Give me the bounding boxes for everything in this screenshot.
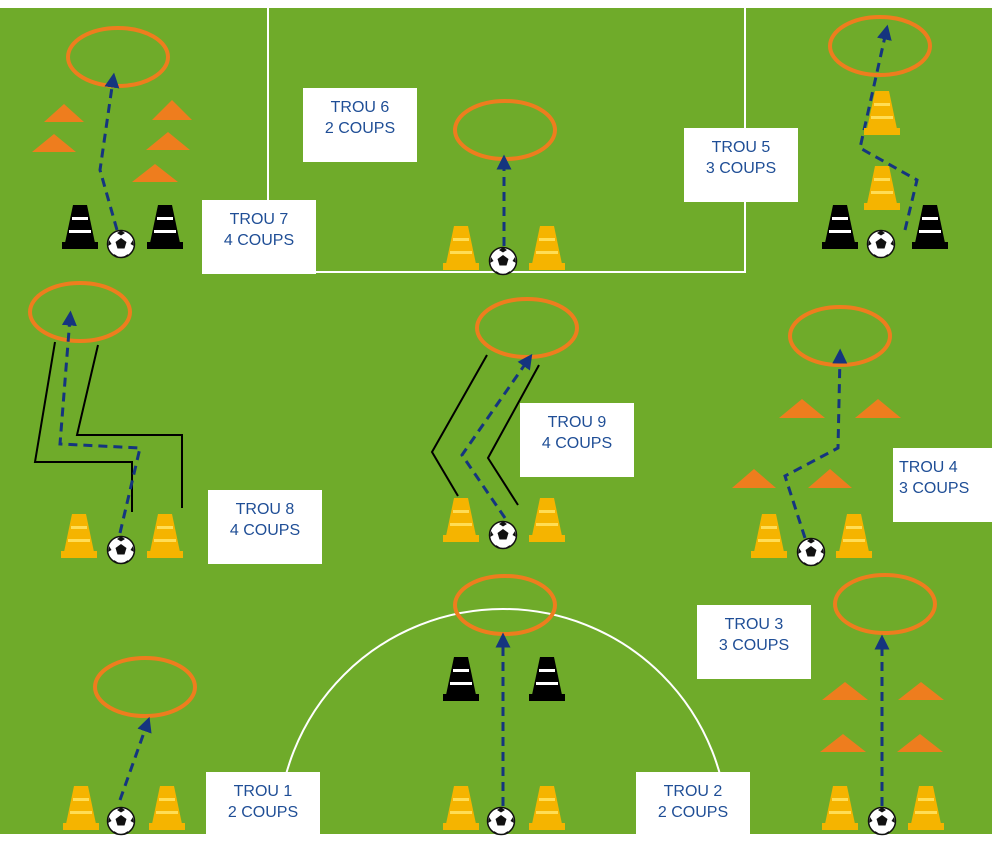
hole-strokes: 2 COUPS	[644, 802, 742, 823]
hole-strokes: 3 COUPS	[899, 478, 992, 499]
soccer-ball	[490, 522, 517, 549]
hole-label-2: TROU 2 2 COUPS	[636, 772, 750, 842]
hole-name: TROU 5	[692, 137, 790, 158]
hole-name: TROU 1	[214, 781, 312, 802]
hole-name: TROU 4	[899, 457, 992, 478]
grass-background	[0, 8, 992, 834]
hole-name: TROU 6	[311, 97, 409, 118]
hole-strokes: 4 COUPS	[216, 520, 314, 541]
hole-strokes: 2 COUPS	[311, 118, 409, 139]
soccer-ball	[488, 808, 515, 835]
soccer-ball	[868, 231, 895, 258]
hole-label-5: TROU 5 3 COUPS	[684, 128, 798, 202]
hole-label-6: TROU 6 2 COUPS	[303, 88, 417, 162]
hole-label-9: TROU 9 4 COUPS	[520, 403, 634, 477]
soccer-ball	[108, 537, 135, 564]
hole-strokes: 4 COUPS	[528, 433, 626, 454]
soccer-ball	[798, 539, 825, 566]
hole-strokes: 4 COUPS	[210, 230, 308, 251]
hole-strokes: 2 COUPS	[214, 802, 312, 823]
hole-name: TROU 2	[644, 781, 742, 802]
soccer-ball	[108, 231, 135, 258]
hole-name: TROU 8	[216, 499, 314, 520]
hole-label-1: TROU 1 2 COUPS	[206, 772, 320, 842]
soccer-ball	[490, 248, 517, 275]
hole-strokes: 3 COUPS	[692, 158, 790, 179]
hole-name: TROU 9	[528, 412, 626, 433]
hole-label-7: TROU 7 4 COUPS	[202, 200, 316, 274]
hole-label-4: TROU 4 3 COUPS	[893, 448, 992, 522]
hole-name: TROU 7	[210, 209, 308, 230]
hole-name: TROU 3	[705, 614, 803, 635]
hole-strokes: 3 COUPS	[705, 635, 803, 656]
hole-label-3: TROU 3 3 COUPS	[697, 605, 811, 679]
hole-label-8: TROU 8 4 COUPS	[208, 490, 322, 564]
soccer-ball	[108, 808, 135, 835]
soccer-ball	[869, 808, 896, 835]
